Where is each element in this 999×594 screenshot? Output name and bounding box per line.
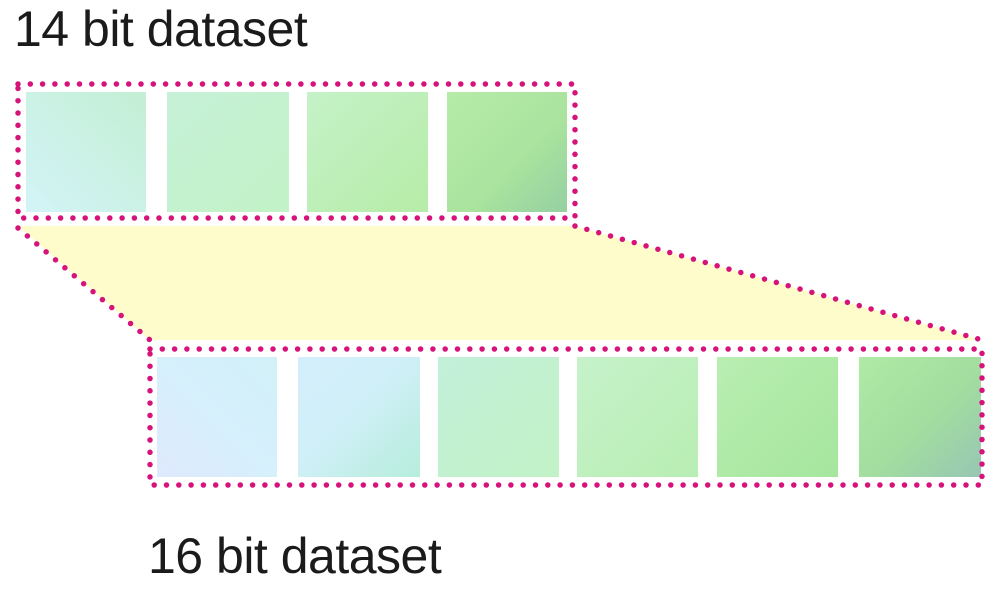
16-bit-block-1 [157,357,277,477]
16-bit-dataset-border [147,346,985,488]
expansion-region [18,226,982,340]
16-bit-block-6 [859,357,981,477]
16-bit-dataset-label: 16 bit dataset [148,528,442,584]
14-bit-block-2 [167,92,289,212]
14-bit-block-4 [447,92,567,212]
right-connector-dotted-line [572,223,985,343]
14-bit-block-3 [307,92,428,212]
14-bit-dataset-border [15,81,578,221]
16-bit-block-3 [438,357,559,477]
left-connector-dotted-line [15,225,153,343]
16-bit-dataset-group [147,346,985,488]
16-bit-block-4 [577,357,698,477]
14-bit-block-1 [26,92,146,212]
14-bit-dataset-group [15,81,578,221]
16-bit-block-2 [298,357,420,477]
14-bit-dataset-label: 14 bit dataset [14,1,308,57]
16-bit-block-5 [717,357,838,477]
